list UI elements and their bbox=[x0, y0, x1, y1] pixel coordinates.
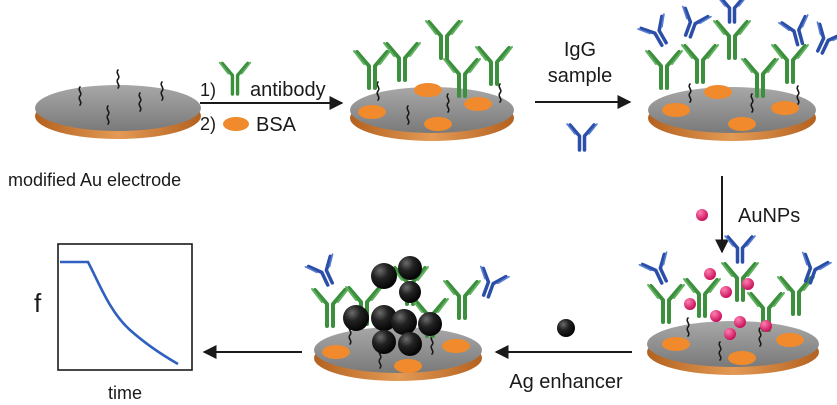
antibody-icon bbox=[712, 19, 752, 60]
bsa-icon bbox=[662, 337, 690, 351]
bsa-icon bbox=[358, 105, 386, 119]
silver-particle-icon bbox=[343, 305, 369, 331]
aunp-icon bbox=[760, 320, 772, 332]
igg-icon bbox=[636, 12, 679, 54]
frequency-plot bbox=[57, 243, 193, 371]
igg-icon bbox=[792, 250, 833, 289]
igg-legend-icon bbox=[565, 122, 599, 152]
ag-legend-icon bbox=[557, 319, 575, 337]
antibody-icon bbox=[644, 49, 684, 90]
bsa-icon bbox=[322, 345, 350, 359]
igg-icon bbox=[777, 13, 817, 50]
silver-particle-icon bbox=[398, 256, 422, 280]
step1-label: antibody bbox=[250, 79, 326, 101]
electrode-3 bbox=[636, 0, 837, 141]
electrode-5 bbox=[303, 252, 511, 381]
antibody-icon bbox=[776, 275, 816, 316]
bsa-icon bbox=[771, 101, 799, 115]
antibody-icon bbox=[310, 287, 350, 328]
igg-icon bbox=[637, 250, 680, 291]
aunp-icon bbox=[710, 310, 722, 322]
antibody-legend-icon bbox=[218, 60, 253, 96]
bsa-icon bbox=[728, 117, 756, 131]
antibody-icon bbox=[382, 41, 422, 82]
igg-icon bbox=[723, 234, 757, 264]
frequency-curve bbox=[60, 260, 179, 366]
silver-particle-icon bbox=[371, 305, 397, 331]
aunp-icon bbox=[734, 316, 746, 328]
bsa-icon bbox=[662, 103, 690, 117]
plot-y-label: f bbox=[34, 288, 42, 318]
antibody-icon bbox=[474, 45, 514, 86]
aunp-legend-icon bbox=[696, 209, 708, 221]
electrode-label: modified Au electrode bbox=[8, 170, 181, 190]
bsa-icon bbox=[442, 339, 470, 353]
aunp-icon bbox=[684, 298, 696, 310]
igg-icon bbox=[804, 20, 837, 61]
ag-label: Ag enhancer bbox=[509, 371, 623, 393]
bsa-icon bbox=[414, 83, 442, 97]
aunp-icon bbox=[724, 328, 736, 340]
step1-number: 1) bbox=[200, 80, 216, 100]
igg-icon bbox=[715, 0, 749, 24]
silver-particle-icon bbox=[418, 312, 442, 336]
antibody-icon bbox=[352, 49, 392, 90]
igg-icon bbox=[672, 4, 713, 43]
antibody-icon bbox=[424, 19, 464, 60]
silver-particle-icon bbox=[398, 332, 422, 356]
silver-particle-icon bbox=[371, 263, 397, 289]
electrode-1 bbox=[35, 69, 201, 139]
bsa-icon bbox=[776, 333, 804, 347]
bsa-icon bbox=[728, 351, 756, 365]
sample-label-line2: sample bbox=[548, 65, 612, 87]
bsa-icon bbox=[394, 359, 422, 373]
sample-label-line1: IgG bbox=[564, 39, 596, 61]
step2-number: 2) bbox=[200, 114, 216, 134]
step2-label: BSA bbox=[256, 114, 297, 136]
antibody-icon bbox=[646, 283, 686, 324]
aunp-icon bbox=[704, 268, 716, 280]
silver-particle-icon bbox=[391, 309, 417, 335]
silver-particle-icon bbox=[399, 281, 421, 303]
plot-frame bbox=[57, 243, 193, 371]
antibody-icon bbox=[442, 279, 482, 320]
silver-particle-icon bbox=[372, 330, 396, 354]
aunp-icon bbox=[742, 278, 754, 290]
bsa-icon bbox=[424, 117, 452, 131]
bsa-icon bbox=[464, 97, 492, 111]
antibody-icon bbox=[770, 43, 810, 84]
plot-x-label: time bbox=[108, 383, 142, 403]
bsa-legend-icon bbox=[223, 117, 249, 131]
antibody-icon bbox=[680, 43, 720, 84]
aunp-icon bbox=[720, 286, 732, 298]
bsa-icon bbox=[704, 85, 732, 99]
electrode-2 bbox=[350, 19, 514, 141]
electrode-4 bbox=[637, 234, 833, 375]
aunp-label: AuNPs bbox=[738, 205, 800, 227]
igg-icon bbox=[303, 252, 346, 293]
